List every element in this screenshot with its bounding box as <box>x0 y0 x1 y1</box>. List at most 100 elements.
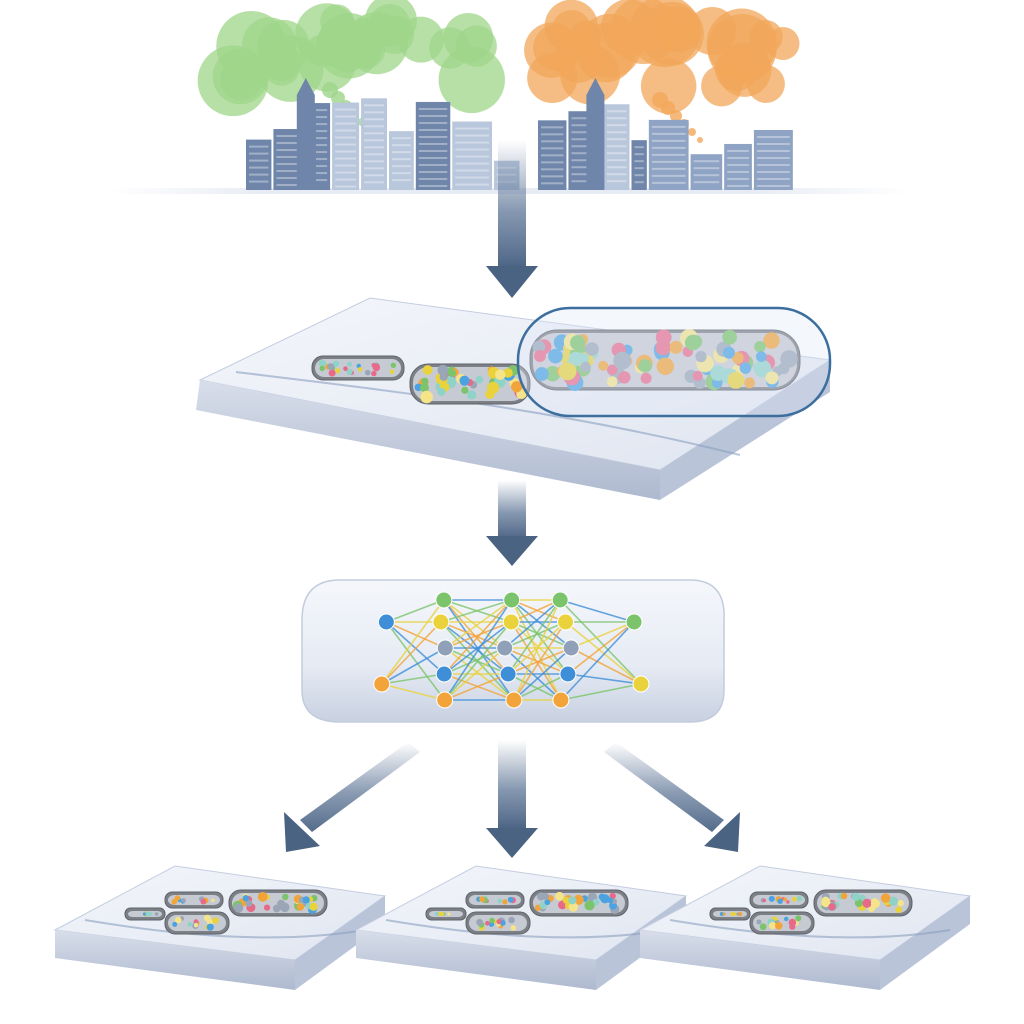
particle <box>786 900 790 904</box>
building-windows <box>693 181 720 184</box>
building-windows <box>315 116 328 119</box>
building-windows <box>276 177 308 180</box>
building-windows <box>541 147 564 150</box>
smog-puff <box>315 24 359 68</box>
slab-front <box>356 930 596 990</box>
network-edge <box>511 599 572 649</box>
particle <box>502 899 508 905</box>
network-node <box>373 675 391 693</box>
sample-trays <box>311 329 801 405</box>
sample-tray <box>529 889 629 917</box>
particle <box>440 912 445 916</box>
particle <box>510 925 517 931</box>
network-edge <box>381 599 445 685</box>
smog-plume <box>670 110 682 122</box>
network-edge <box>560 683 642 701</box>
network-node <box>559 665 577 683</box>
particle <box>282 893 289 901</box>
particle <box>727 372 745 389</box>
building-windows <box>335 171 357 174</box>
network-node <box>436 691 454 709</box>
building-windows <box>727 156 749 159</box>
building <box>538 120 567 190</box>
particle <box>606 376 618 387</box>
model-box <box>301 579 725 723</box>
network-edge <box>440 599 512 623</box>
particle <box>695 351 707 363</box>
network-edge <box>381 683 445 701</box>
network-edge <box>443 599 513 675</box>
building-windows <box>364 111 385 114</box>
particle <box>447 912 451 916</box>
network-edge <box>560 621 635 701</box>
network-edge <box>444 599 513 649</box>
building-windows <box>634 146 644 149</box>
building-windows <box>727 163 749 166</box>
sample-tray <box>311 355 405 381</box>
particle <box>495 369 506 380</box>
smog-plume <box>331 91 345 105</box>
particle <box>788 918 797 927</box>
particle <box>414 383 423 392</box>
network-node <box>377 613 395 631</box>
particle <box>534 350 546 362</box>
network-edge <box>385 621 446 701</box>
building-windows <box>651 174 686 177</box>
building-windows <box>651 139 686 142</box>
particle <box>467 390 477 400</box>
smog-puff <box>438 46 505 114</box>
particle <box>389 369 395 374</box>
particle <box>234 903 244 913</box>
particle <box>568 896 577 905</box>
network-node <box>557 613 575 631</box>
building-windows <box>571 166 599 169</box>
building <box>724 143 752 190</box>
building-windows <box>571 152 599 155</box>
building-windows <box>756 149 790 152</box>
particle <box>755 351 767 362</box>
building-windows <box>418 121 448 124</box>
building-windows <box>335 108 357 111</box>
sample-tray <box>164 891 224 909</box>
particle <box>613 351 632 370</box>
particle <box>585 342 599 356</box>
building-windows <box>392 179 411 182</box>
particle <box>871 898 878 905</box>
building <box>603 104 630 190</box>
particle <box>437 364 449 376</box>
particle <box>347 361 353 367</box>
particle <box>759 923 767 931</box>
building-windows <box>756 184 790 187</box>
particle <box>796 895 803 902</box>
building-windows <box>276 156 308 159</box>
network-node <box>432 613 450 631</box>
output-slab <box>354 865 688 990</box>
building-windows <box>276 149 308 152</box>
building-windows <box>455 176 490 179</box>
particle <box>638 359 652 373</box>
network-node <box>551 591 569 609</box>
building-windows <box>634 167 644 170</box>
particle <box>580 361 591 373</box>
building-windows <box>418 107 448 110</box>
building-windows <box>335 122 357 125</box>
building-windows <box>315 172 328 175</box>
tray-inner <box>429 911 463 917</box>
particle <box>544 899 551 906</box>
tower-spire <box>296 78 315 95</box>
particle <box>775 922 783 930</box>
building-windows <box>335 115 357 118</box>
building-windows <box>418 149 448 152</box>
building <box>332 102 360 190</box>
particle <box>489 917 495 924</box>
network-edge <box>567 673 642 685</box>
building-windows <box>418 184 448 187</box>
network-node <box>562 639 580 657</box>
particle <box>434 911 439 917</box>
particle <box>777 898 783 904</box>
city-left-skyline <box>246 78 520 190</box>
particle <box>763 332 780 349</box>
particle <box>203 914 211 922</box>
building-windows <box>727 170 749 173</box>
